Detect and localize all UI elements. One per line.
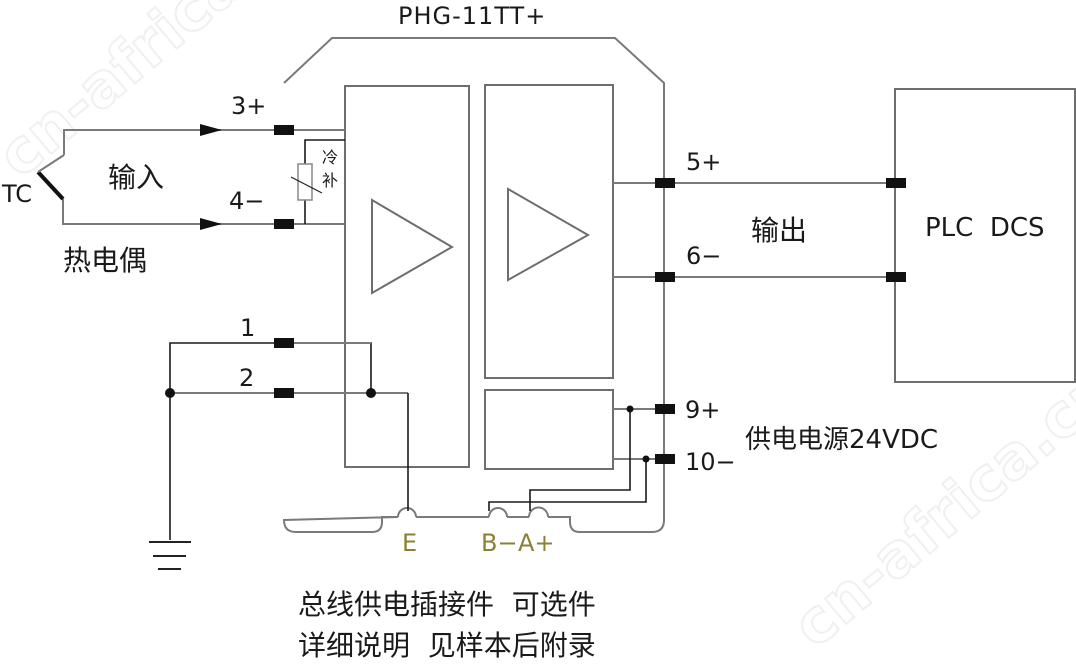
output-section-label: 输出: [751, 214, 807, 247]
arrow-minus-icon: [200, 218, 222, 230]
terminal-3: [274, 125, 294, 135]
terminal-4: [274, 219, 294, 229]
bus-wire-a: [529, 409, 631, 511]
terminal-2-label: 2: [239, 364, 254, 392]
terminal-1-label: 1: [240, 314, 255, 342]
bus-a-label: A+: [518, 529, 555, 557]
power-block: [484, 389, 614, 470]
cold-junction-label-2: 补: [322, 171, 338, 190]
cold-junction-label-1: 冷: [322, 148, 338, 167]
bus-b-label: B−: [481, 529, 518, 557]
terminal-3-label: 3+: [231, 92, 266, 120]
input-wire-plus: [63, 129, 345, 155]
bus-bump-b: [488, 507, 508, 518]
note-line-2: 详细说明 见样本后附录: [298, 629, 596, 662]
output-amplifier-icon: [507, 187, 591, 282]
output-amplifier-block: [484, 84, 614, 379]
thermocouple-icon: [36, 170, 65, 201]
bus-bump-e: [397, 507, 425, 518]
junction-dot: [366, 388, 376, 398]
watermark-bottom-right: cn-africa.cn: [780, 353, 1076, 662]
terminal-6-label: 6−: [686, 242, 721, 270]
device-title: PHG-11TT+: [398, 2, 546, 30]
input-section-label: 输入: [108, 161, 164, 194]
input-wire-minus: [62, 199, 345, 225]
power-supply-label: 供电电源24VDC: [745, 425, 938, 455]
bus-e-label: E: [402, 529, 417, 557]
terminal-10-label: 10−: [685, 448, 736, 476]
thermistor-icon: [297, 163, 313, 201]
bus-bump-a: [528, 506, 549, 518]
ground-wire-1: [169, 342, 372, 540]
watermark-top-left: cn-africa.cn: [0, 0, 334, 191]
arrow-plus-icon: [200, 124, 222, 136]
terminal-4-label: 4−: [229, 187, 264, 215]
note-line-1: 总线供电插接件 可选件: [298, 588, 596, 621]
plc-dcs-label: PLC DCS: [925, 213, 1045, 243]
terminal-2: [274, 388, 294, 398]
plc-terminal-plus: [886, 178, 906, 188]
device-enclosure: [282, 37, 665, 533]
terminal-9-label: 9+: [685, 396, 720, 424]
terminal-1: [274, 338, 294, 348]
junction-dot: [642, 455, 650, 463]
ground-icon: [149, 541, 191, 570]
terminal-5: [655, 178, 675, 188]
junction-dot: [165, 388, 175, 398]
terminal-10: [655, 454, 675, 464]
plc-dcs-box: [894, 88, 1076, 383]
terminal-6: [655, 272, 675, 282]
thermocouple-label: 热电偶: [63, 244, 147, 277]
plc-terminal-minus: [886, 272, 906, 282]
bus-wire-b: [488, 459, 647, 511]
input-amplifier-icon: [371, 198, 454, 295]
terminal-5-label: 5+: [686, 148, 721, 176]
terminal-9: [655, 404, 675, 414]
tc-label: TC: [1, 180, 32, 208]
junction-dot: [626, 405, 634, 413]
input-amplifier-block: [344, 85, 470, 468]
